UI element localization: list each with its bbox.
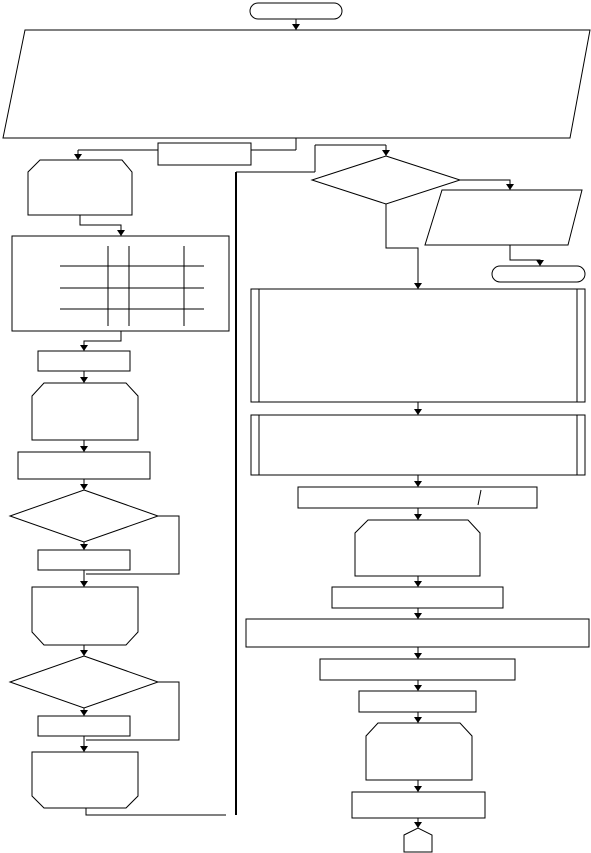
- display-shape-1: [27, 159, 133, 216]
- process-box-7: [245, 618, 590, 648]
- arrowhead: [80, 544, 88, 550]
- subprocess-box-1: [250, 288, 586, 403]
- output-parallelogram: [424, 189, 583, 246]
- arrowhead: [80, 710, 88, 716]
- branch-label-box: [157, 142, 252, 166]
- process-box-9: [358, 690, 477, 713]
- arrowhead: [414, 653, 422, 659]
- connector-no-branch: [86, 515, 180, 575]
- start-terminator: [249, 2, 343, 20]
- table-box: [11, 235, 230, 332]
- connector-to-divider: [85, 808, 226, 816]
- arrowhead: [80, 446, 88, 452]
- arrowhead: [414, 514, 422, 520]
- subprocess-box-2: [250, 414, 586, 476]
- display-shape-3: [31, 586, 139, 646]
- decision-diamond-1: [8, 489, 160, 543]
- arrowhead: [80, 650, 88, 656]
- connector-yes-branch: [460, 179, 511, 190]
- arrowhead: [414, 283, 422, 289]
- connector: [79, 215, 122, 236]
- connector-no-branch: [86, 681, 180, 741]
- process-box-4: [37, 715, 131, 737]
- process-box-2: [17, 451, 151, 480]
- arrowhead: [414, 409, 422, 415]
- arrowhead: [74, 154, 82, 160]
- arrowhead: [506, 184, 514, 190]
- display-shape-4: [31, 751, 139, 809]
- arrowhead: [80, 581, 88, 587]
- arrowhead: [414, 786, 422, 792]
- arrowhead: [80, 345, 88, 351]
- process-box-5: [297, 486, 538, 509]
- process-box-8: [319, 658, 516, 681]
- arrowhead: [414, 613, 422, 619]
- arrowhead: [414, 685, 422, 691]
- display-shape-2: [31, 382, 139, 441]
- arrowhead: [80, 484, 88, 490]
- connector: [83, 331, 122, 351]
- offpage-connector: [403, 827, 433, 853]
- display-shape-6: [365, 722, 473, 781]
- arrowhead: [414, 717, 422, 723]
- arrowhead: [414, 481, 422, 487]
- arrowhead: [382, 150, 390, 156]
- process-box-6: [331, 586, 504, 609]
- process-box-1: [37, 350, 131, 372]
- input-parallelogram: [2, 29, 591, 139]
- arrowhead: [292, 24, 300, 30]
- arrowhead: [536, 260, 544, 266]
- arrowhead: [117, 230, 125, 236]
- arrowhead: [80, 377, 88, 383]
- process-box-3: [37, 549, 131, 571]
- arrowhead: [414, 822, 422, 828]
- decision-diamond-top: [310, 155, 462, 205]
- slash-mark: [477, 489, 482, 506]
- connector: [385, 204, 419, 289]
- arrowhead: [80, 746, 88, 752]
- display-shape-5: [354, 519, 481, 577]
- end-terminator: [491, 265, 586, 283]
- arrowhead: [414, 581, 422, 587]
- connector: [509, 245, 541, 266]
- decision-diamond-2: [8, 655, 160, 709]
- process-box-10: [351, 791, 486, 819]
